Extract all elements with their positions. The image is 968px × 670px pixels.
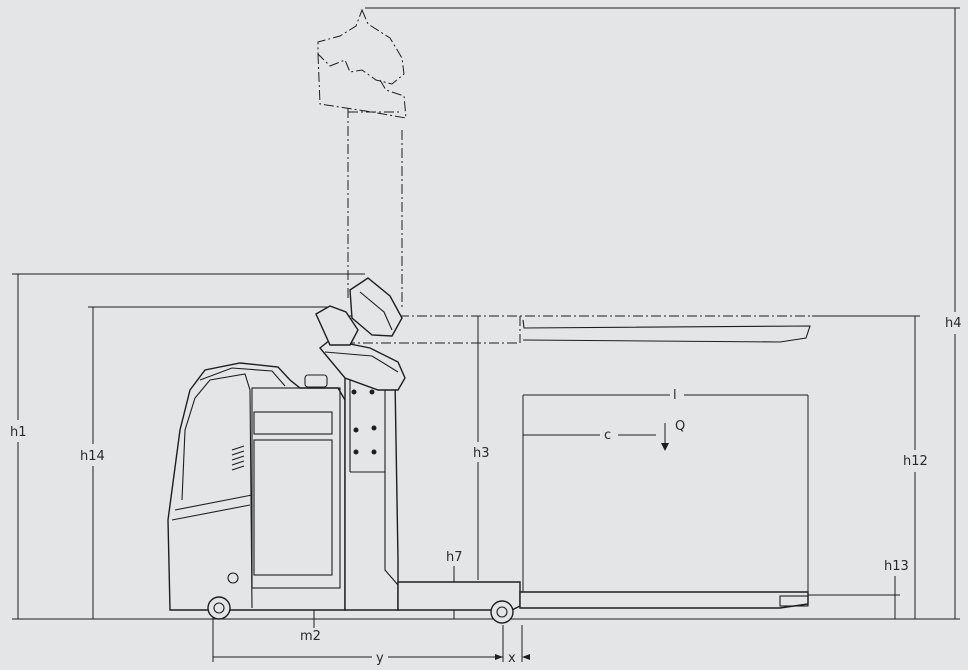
dimension-x: x xyxy=(502,625,530,666)
label-m2: m2 xyxy=(300,629,321,644)
load-arrow-icon xyxy=(661,443,669,451)
label-x: x xyxy=(508,651,516,666)
label-Q: Q xyxy=(675,419,685,434)
raised-platform-outline xyxy=(317,8,912,344)
dimension-h3: h3 xyxy=(473,316,490,580)
fork-tine xyxy=(519,591,809,609)
label-h12: h12 xyxy=(903,454,928,469)
label-c: c xyxy=(604,428,611,443)
control-console xyxy=(319,339,406,391)
label-h14: h14 xyxy=(80,449,105,464)
tiller-handle xyxy=(349,277,403,337)
dimension-h14: h14 xyxy=(80,306,330,619)
fork-heel xyxy=(397,581,521,611)
dimension-h1: h1 xyxy=(10,273,365,619)
raised-fork xyxy=(522,319,811,343)
pallet-truck xyxy=(167,277,809,624)
key-switch-icon xyxy=(227,572,239,584)
drive-wheel xyxy=(207,596,231,620)
load-wheel xyxy=(490,600,514,624)
vent-grill xyxy=(231,445,245,471)
dimension-h13: h13 xyxy=(808,559,909,619)
label-h3: h3 xyxy=(473,446,490,461)
dimension-l: l xyxy=(522,388,809,600)
dimension-m2: m2 xyxy=(300,610,321,644)
dimension-c: c Q xyxy=(523,419,685,451)
label-y: y xyxy=(376,651,384,666)
label-h1: h1 xyxy=(10,425,27,440)
label-h7: h7 xyxy=(446,550,463,565)
dimension-y: y xyxy=(212,618,503,666)
side-panel xyxy=(251,387,341,589)
tiller-arm xyxy=(315,305,359,346)
dimension-h12: h12 xyxy=(812,315,928,619)
label-h4: h4 xyxy=(945,316,962,331)
label-h13: h13 xyxy=(884,559,909,574)
dimension-h4: h4 xyxy=(365,7,962,619)
drive-unit xyxy=(167,362,346,611)
label-l: l xyxy=(673,388,677,403)
